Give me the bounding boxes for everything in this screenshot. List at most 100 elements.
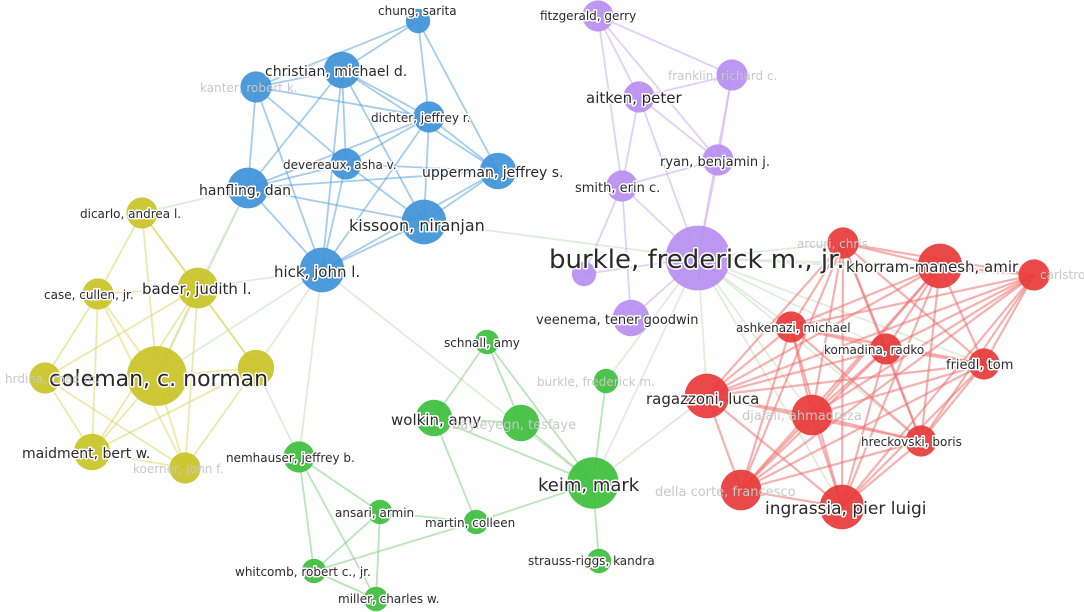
- edge-arcuri-ashkenazi: [790, 242, 844, 328]
- node-bayleyegn[interactable]: [502, 404, 540, 442]
- node-bader[interactable]: [177, 267, 219, 309]
- edge-hrdina-koerner: [44, 377, 186, 469]
- node-arcuri[interactable]: [827, 227, 859, 259]
- label-fitzgerald: fitzgerald, gerry: [540, 9, 636, 23]
- edge-komadina-friedl: [885, 347, 985, 366]
- node-kanter[interactable]: [240, 71, 272, 103]
- edge-hick-coleman: [156, 269, 323, 377]
- edge-friedl-djalali: [811, 362, 985, 417]
- node-coleman[interactable]: [127, 346, 187, 406]
- edge-kanter-dichter: [255, 86, 430, 118]
- node-franklin[interactable]: [716, 59, 748, 91]
- label-devereaux: devereaux, asha v.: [283, 158, 397, 172]
- node-ansari[interactable]: [367, 499, 393, 525]
- label-carlstrom: carlstrom, eric: [1040, 268, 1084, 282]
- node-hrdina[interactable]: [29, 362, 61, 394]
- edge-ryan-smith: [621, 159, 719, 187]
- label-keim: keim, mark: [538, 475, 640, 496]
- label-della: della corte, francesco: [655, 485, 796, 500]
- edge-burkle-ingrassia: [697, 257, 843, 508]
- edge-christian-kissoon: [341, 69, 425, 223]
- node-hick[interactable]: [299, 247, 345, 293]
- edge-ansari-whitcomb: [313, 511, 381, 572]
- node-maidment[interactable]: [73, 433, 111, 471]
- label-kanter: kanter, robert k.: [200, 81, 298, 95]
- node-della[interactable]: [720, 469, 762, 511]
- edge-khorram-ragazzoni: [706, 265, 941, 397]
- edge-wolkin-keim: [433, 417, 594, 484]
- node-hanfling[interactable]: [227, 167, 269, 209]
- label-smith: smith, erin c.: [575, 181, 660, 196]
- edge-nemhauser-whitcomb: [298, 456, 315, 572]
- edge-maidment-yellow_small: [91, 367, 257, 453]
- label-komadina: komadina, radko: [824, 343, 924, 357]
- node-layer: [29, 0, 1050, 612]
- node-komadina[interactable]: [870, 333, 902, 365]
- label-djalali: djalali, ahmadreza: [742, 409, 862, 424]
- edge-ashkenazi-hreckovski: [790, 326, 922, 442]
- node-whitcomb[interactable]: [301, 558, 327, 584]
- edge-schnall-keim: [486, 341, 594, 484]
- edge-christian-hanfling: [247, 69, 343, 189]
- node-friedl[interactable]: [968, 348, 1000, 380]
- node-keim[interactable]: [567, 457, 619, 509]
- label-coleman: coleman, c. norman: [49, 367, 268, 392]
- label-martin: martin, colleen: [425, 516, 515, 530]
- node-nemhauser[interactable]: [283, 441, 315, 473]
- label-friedl: friedl, tom: [946, 358, 1013, 373]
- node-kissoon[interactable]: [401, 199, 447, 245]
- node-burkle[interactable]: [665, 225, 731, 291]
- node-christian[interactable]: [323, 51, 361, 89]
- node-schnall[interactable]: [474, 329, 500, 355]
- node-yellow_small[interactable]: [237, 349, 275, 387]
- node-burkle_m[interactable]: [593, 368, 619, 394]
- node-miller[interactable]: [363, 586, 389, 612]
- edge-fitzgerald-franklin: [597, 15, 733, 76]
- label-bayleyegn: bayleyegn, tesfaye: [452, 418, 576, 433]
- edge-chung-dichter: [417, 20, 430, 118]
- node-ragazzoni[interactable]: [684, 373, 730, 419]
- node-koerner[interactable]: [169, 452, 201, 484]
- label-whitcomb: whitcomb, robert c., jr.: [235, 565, 371, 579]
- node-veenema[interactable]: [612, 299, 650, 337]
- node-martin[interactable]: [463, 509, 489, 535]
- label-veenema: veenema, tener goodwin: [536, 313, 699, 328]
- edge-arcuri-della: [739, 242, 845, 491]
- edge-hreckovski-della: [740, 439, 922, 492]
- label-bader: bader, judith l.: [142, 280, 252, 298]
- edge-case-maidment: [91, 293, 99, 453]
- edge-carlstrom-della: [740, 274, 1035, 491]
- label-christian: christian, michael d.: [265, 64, 407, 80]
- node-upperman[interactable]: [479, 152, 517, 190]
- edge-friedl-hreckovski: [920, 363, 985, 442]
- node-aitken[interactable]: [623, 81, 655, 113]
- node-fitzgerald[interactable]: [582, 0, 614, 32]
- edge-khorram-della: [740, 265, 941, 491]
- node-khorram[interactable]: [917, 243, 963, 289]
- edge-bader-hrdina: [44, 287, 199, 379]
- edge-wolkin-martin: [433, 417, 477, 523]
- node-smith[interactable]: [606, 170, 638, 202]
- label-chung: chung, sarita: [378, 4, 457, 18]
- node-wolkin[interactable]: [415, 399, 453, 437]
- node-dicarlo[interactable]: [126, 197, 158, 229]
- edge-burkle-carlstrom: [697, 257, 1035, 276]
- label-dichter: dichter, jeffrey r.: [371, 111, 470, 125]
- node-purple_small[interactable]: [571, 261, 597, 287]
- node-carlstrom[interactable]: [1018, 259, 1050, 291]
- label-khorram: khorram-manesh, amir: [846, 258, 1019, 276]
- node-chung[interactable]: [405, 8, 431, 34]
- node-case[interactable]: [82, 278, 114, 310]
- node-ryan[interactable]: [702, 144, 734, 176]
- edge-dichter-devereaux: [345, 116, 430, 165]
- node-dichter[interactable]: [413, 101, 445, 133]
- node-djalali[interactable]: [791, 394, 833, 436]
- node-ingrassia[interactable]: [819, 484, 865, 530]
- edge-ansari-miller: [375, 511, 381, 600]
- node-devereaux[interactable]: [330, 148, 362, 180]
- node-strauss[interactable]: [586, 548, 612, 574]
- node-hreckovski[interactable]: [905, 425, 937, 457]
- edge-carlstrom-ashkenazi: [790, 273, 1035, 329]
- node-ashkenazi[interactable]: [775, 311, 807, 343]
- edge-komadina-ragazzoni: [706, 347, 887, 398]
